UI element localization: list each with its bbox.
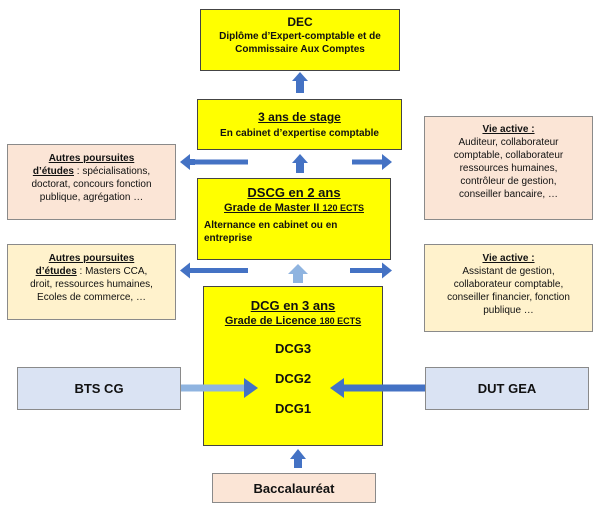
bts-label: BTS CG [74,381,124,396]
right-bottom-line: publique … [483,305,534,316]
arrow-left-dcg-to-studies [180,262,190,279]
left-top-line2: doctorat, concours fonction [31,179,152,190]
dscg-grade-line: Grade de Master II 120 ECTS [204,201,384,216]
arrow-left-dscg-to-studies [180,154,195,170]
dscg-line1: Alternance en cabinet ou en [204,220,338,231]
left-top-line1-row: d’études : spécialisations, [8,165,175,178]
left-top-box: Autres poursuites d’études : spécialisat… [7,144,176,220]
dscg-title: DSCG en 2 ans [247,185,341,200]
arrow-right-dscg-shaft [352,159,382,165]
dec-box: DEC Diplôme d’Expert-comptable et de Com… [200,9,400,71]
arrow-left-dcg-shaft [190,268,248,273]
right-top-line: ressources humaines, [459,163,558,174]
left-bottom-heading2: d’études [35,266,77,277]
dut-box: DUT GEA [425,367,589,410]
left-bottom-line3: Ecoles de commerce, … [37,292,146,303]
dcg-grade: Grade de Licence [224,315,317,327]
arrow-up-bac-to-dcg [290,449,306,468]
left-top-line3: publique, agrégation … [39,192,144,203]
arrow-up-dcg-to-dscg [288,264,308,283]
dcg-level-2: DCG2 [274,371,312,386]
arrow-right-dscg-to-work [382,154,392,170]
stage-title: 3 ans de stage [258,110,341,124]
dcg-level-3: DCG3 [274,341,312,356]
dcg-grade-line: Grade de Licence 180 ECTS [204,314,382,329]
right-bottom-box: Vie active : Assistant de gestion, colla… [424,244,593,332]
right-top-line: conseiller bancaire, … [459,189,558,200]
right-bottom-heading: Vie active : [482,253,535,264]
dscg-grade: Grade de Master II [224,202,320,214]
bts-box: BTS CG [17,367,181,410]
dcg-ects: 180 ECTS [319,316,362,326]
right-top-line: Auditeur, collaborateur [458,137,559,148]
right-bottom-line: conseiller financier, fonction [447,292,570,303]
dscg-box: DSCG en 2 ans Grade de Master II 120 ECT… [197,178,391,260]
dut-label: DUT GEA [477,381,537,396]
dcg-box: DCG en 3 ans Grade de Licence 180 ECTS D… [203,286,383,446]
right-top-line: contrôleur de gestion, [460,176,557,187]
stage-subtitle: En cabinet d’expertise comptable [220,128,379,139]
dscg-ects: 120 ECTS [322,203,364,213]
arrow-left-dscg-shaft [190,159,248,165]
left-bottom-line1: : Masters CCA, [76,266,148,277]
dec-line1: Diplôme d’Expert-comptable et de [219,31,381,42]
arrow-right-dcg-to-work [382,262,392,279]
arrow-up-stage-to-dec [292,72,308,93]
left-bottom-heading1: Autres poursuites [48,253,135,264]
dec-title: DEC [287,15,313,29]
left-top-heading1: Autres poursuites [48,153,135,164]
stage-box: 3 ans de stage En cabinet d’expertise co… [197,99,402,150]
bac-label: Baccalauréat [253,481,335,496]
left-top-heading2: d’études [32,166,74,177]
arrow-up-dscg-to-stage [292,154,308,173]
left-bottom-line2: droit, ressources humaines, [30,279,153,290]
dscg-line2: entreprise [204,233,253,244]
left-top-line1: : spécialisations, [73,166,151,177]
bac-box: Baccalauréat [212,473,376,503]
left-bottom-box: Autres poursuites d’études : Masters CCA… [7,244,176,320]
right-top-heading: Vie active : [482,124,535,135]
dcg-title: DCG en 3 ans [250,298,336,313]
right-top-box: Vie active : Auditeur, collaborateur com… [424,116,593,220]
right-bottom-line: Assistant de gestion, [462,266,555,277]
dcg-level-1: DCG1 [274,401,312,416]
left-bottom-line1-row: d’études : Masters CCA, [8,265,175,278]
right-bottom-line: collaborateur comptable, [453,279,564,290]
right-top-line: comptable, collaborateur [453,150,564,161]
arrow-right-dcg-shaft [350,268,382,273]
dec-line2: Commissaire Aux Comptes [235,44,365,55]
